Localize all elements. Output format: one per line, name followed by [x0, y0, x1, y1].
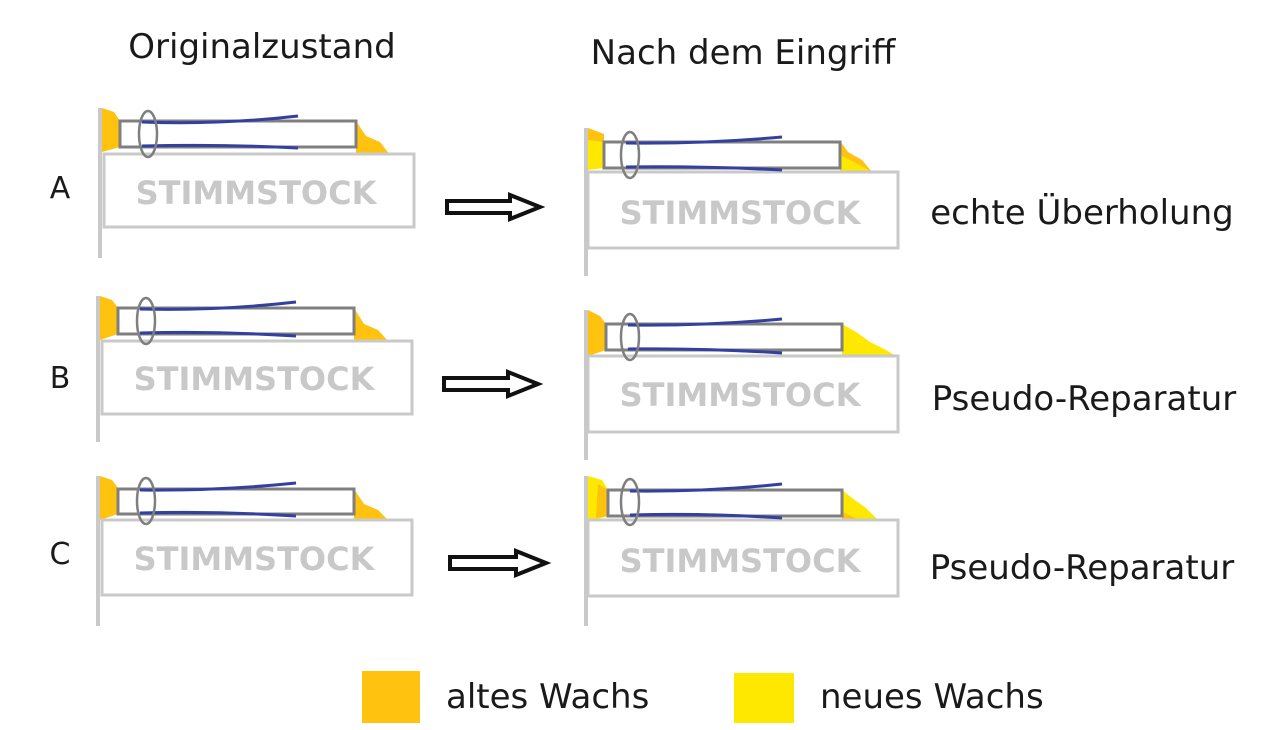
- row-c-arrow: [448, 548, 552, 578]
- row-a-original-reed-top: [141, 114, 299, 125]
- row-b-after-reed-frame: [604, 322, 844, 352]
- legend-swatch-new-wax: [734, 673, 794, 723]
- row-c-original-rivet: [135, 476, 157, 526]
- row-a-after-block: [586, 170, 900, 250]
- legend-label-new-wax: neues Wachs: [820, 677, 1044, 717]
- row-b: B STIMMSTOCK STIMMSTOCK: [50, 296, 1236, 460]
- row-a-after-reed-bottom: [625, 165, 783, 172]
- row-b-original-block: [100, 339, 414, 416]
- row-c-original-old-wax-tip: [354, 489, 388, 520]
- row-letter-c: C: [50, 537, 71, 572]
- row-b-after-rivet: [619, 312, 641, 362]
- row-a-after-new-wax-tip: [840, 155, 872, 172]
- row-c-after-rivet: [619, 477, 641, 527]
- row-b-arrow: [442, 369, 544, 399]
- row-letter-b: B: [50, 361, 71, 396]
- row-c-after-reed-top: [629, 482, 783, 493]
- row-c-after-new-wax-tip: [842, 490, 878, 520]
- row-a-original-reed-bottom: [141, 143, 299, 150]
- row-c: C STIMMSTOCK STIMMSTOCK: [50, 476, 1234, 626]
- row-c-original-old-wax: [100, 476, 118, 520]
- row-b-original-reed-bottom: [139, 330, 297, 338]
- row-a-outcome: echte Überholung: [930, 192, 1233, 233]
- row-a-after-new-wax: [588, 140, 604, 170]
- row-c-after-block-label: STIMMSTOCK: [620, 542, 862, 580]
- row-a-original-block-label: STIMMSTOCK: [136, 174, 378, 212]
- row-b-after: STIMMSTOCK: [584, 310, 900, 460]
- row-c-original-block-label: STIMMSTOCK: [134, 540, 376, 578]
- row-b-original-block-label: STIMMSTOCK: [134, 360, 376, 398]
- row-b-original-reed-top: [139, 300, 297, 311]
- row-c-original: STIMMSTOCK: [96, 476, 414, 626]
- row-b-after-block-label: STIMMSTOCK: [620, 376, 862, 414]
- row-a-original-block: [102, 152, 416, 229]
- row-c-after-old-wax: [596, 484, 608, 518]
- row-a-after-block-label: STIMMSTOCK: [620, 194, 862, 232]
- row-c-after-old-wax-tip: [842, 512, 860, 520]
- row-b-after-old-wax: [588, 310, 606, 356]
- row-b-after-new-wax-tip: [842, 324, 896, 356]
- row-b-after-reed-top: [627, 317, 783, 327]
- row-a-original-old-wax-tip: [356, 121, 390, 155]
- row-c-outcome: Pseudo-Reparatur: [930, 548, 1234, 588]
- row-c-original-reed-bottom: [139, 510, 297, 518]
- row-a-original-old-wax: [102, 108, 120, 152]
- row-b-original-old-wax: [100, 296, 118, 340]
- row-c-after-reed-bottom: [629, 512, 783, 520]
- row-a-original-rivet: [137, 109, 159, 159]
- row-a-original: STIMMSTOCK: [98, 108, 416, 258]
- column-title-after: Nach dem Eingriff: [591, 33, 897, 73]
- row-a-after-reed-top: [625, 135, 783, 145]
- row-b-original-rivet: [135, 296, 157, 346]
- row-a-original-reed-frame: [118, 119, 358, 149]
- row-b-after-block: [586, 354, 900, 434]
- row-a-arrow: [445, 192, 546, 222]
- legend: altes Wachs neues Wachs: [362, 671, 1044, 723]
- row-a: A STIMMSTOCK STIMMSTOCK: [50, 108, 1234, 276]
- row-c-after-reed-frame: [606, 488, 844, 518]
- row-letter-a: A: [50, 171, 71, 206]
- row-c-after: STIMMSTOCK: [584, 476, 900, 626]
- legend-label-old-wax: altes Wachs: [446, 677, 649, 717]
- column-title-original: Originalzustand: [128, 27, 395, 67]
- row-c-original-block: [100, 518, 414, 597]
- row-b-original: STIMMSTOCK: [96, 296, 414, 442]
- row-c-after-block: [586, 518, 900, 598]
- row-a-after-rivet: [619, 130, 641, 180]
- row-a-after: STIMMSTOCK: [584, 128, 900, 276]
- row-c-original-reed-top: [139, 481, 297, 492]
- row-b-original-old-wax-tip: [354, 308, 388, 341]
- row-b-outcome: Pseudo-Reparatur: [932, 379, 1236, 419]
- row-b-after-reed-bottom: [627, 347, 783, 355]
- legend-swatch-old-wax: [362, 671, 420, 723]
